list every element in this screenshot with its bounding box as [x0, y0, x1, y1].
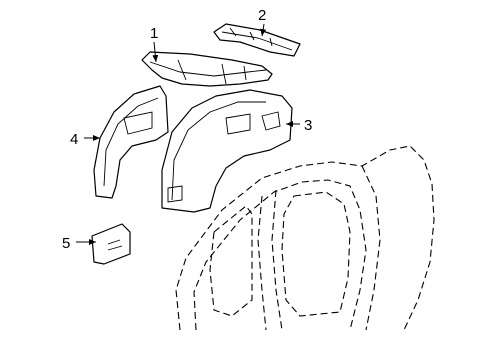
part-4-inner-wheelhouse	[93, 85, 169, 199]
callout-3: 3	[304, 117, 312, 134]
leader-2	[260, 23, 267, 37]
callout-1: 1	[150, 25, 158, 42]
body-side-outline	[175, 145, 435, 331]
leader-1	[152, 41, 159, 63]
callout-5: 5	[62, 235, 70, 252]
part-1-upper-panel	[141, 51, 273, 87]
part-2-bracket	[213, 23, 301, 57]
part-5-small-bracket	[91, 223, 131, 265]
callout-2: 2	[258, 7, 266, 24]
callout-4: 4	[70, 131, 78, 148]
